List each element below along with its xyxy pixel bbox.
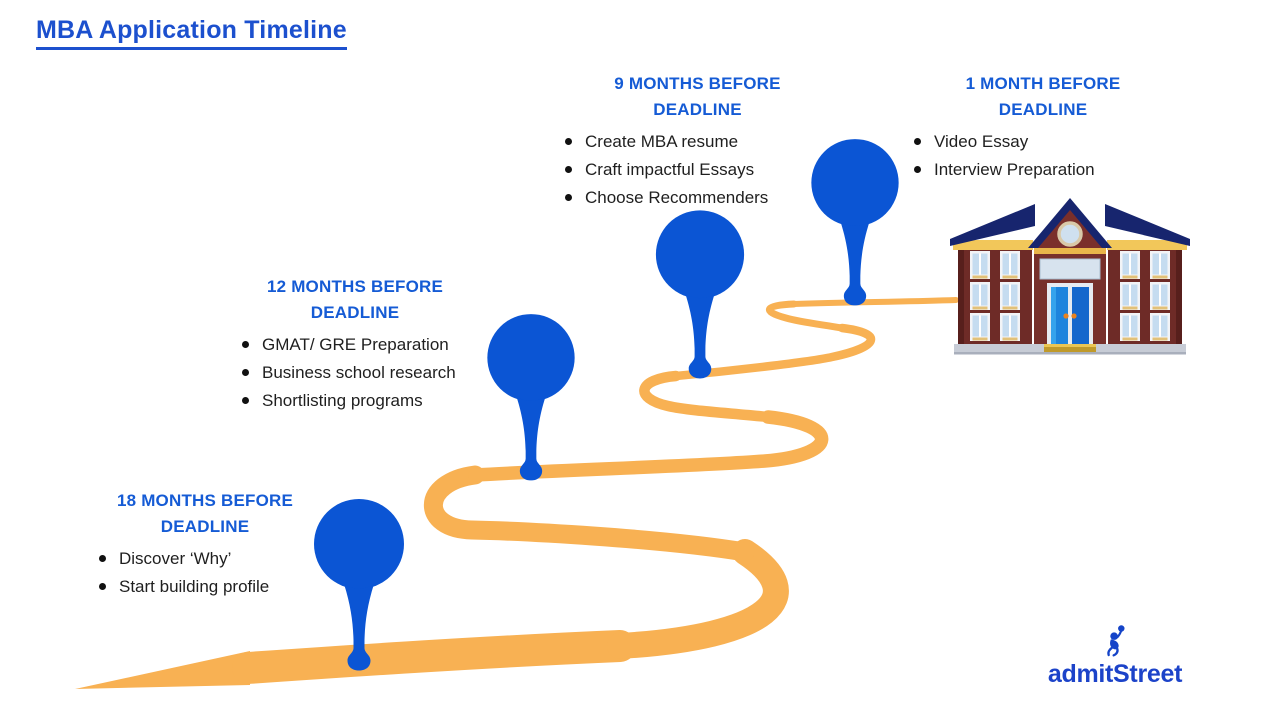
right-wing-wall <box>1108 248 1182 344</box>
page-title: MBA Application Timeline <box>36 16 347 50</box>
milestone-items: Create MBA resume Craft impactful Essays… <box>563 128 850 212</box>
heading-line1: 1 MONTH BEFORE <box>965 74 1121 93</box>
right-roof <box>1105 204 1190 246</box>
school-sign <box>1039 258 1101 280</box>
milestone-9-months: 9 MONTHS BEFORE DEADLINE Create MBA resu… <box>545 71 850 212</box>
pin-9-months <box>655 210 745 379</box>
school-building-illustration <box>950 198 1190 355</box>
heading-line2: DEADLINE <box>653 100 742 119</box>
left-wing-wall <box>958 248 1032 344</box>
milestone-item: Video Essay <box>912 128 1186 156</box>
heading-line2: DEADLINE <box>310 303 400 322</box>
milestone-item: Shortlisting programs <box>240 387 485 415</box>
brand-name: admitStreet <box>1047 660 1183 688</box>
right-fascia <box>1107 240 1187 250</box>
milestone-item: Create MBA resume <box>563 128 850 156</box>
milestone-item: Discover ‘Why’ <box>97 545 340 573</box>
entrance-step <box>1044 344 1096 352</box>
milestone-heading: 9 MONTHS BEFORE DEADLINE <box>545 71 850 123</box>
milestone-heading: 12 MONTHS BEFORE DEADLINE <box>225 274 485 326</box>
building-base-shadow <box>954 352 1186 355</box>
jumping-person-icon <box>1107 625 1125 657</box>
milestone-item: Start building profile <box>97 573 340 601</box>
entrance-step-highlight <box>1044 344 1096 347</box>
heading-line2: DEADLINE <box>160 517 250 536</box>
path-taper-start <box>75 651 250 689</box>
milestone-item: Business school research <box>240 359 485 387</box>
milestone-heading: 1 MONTH BEFORE DEADLINE <box>900 71 1186 123</box>
heading-line1: 9 MONTHS BEFORE <box>614 74 781 93</box>
milestone-items: Video Essay Interview Preparation <box>912 128 1186 184</box>
milestone-item: Interview Preparation <box>912 156 1186 184</box>
milestone-18-months: 18 MONTHS BEFORE DEADLINE Discover ‘Why’… <box>70 488 340 601</box>
heading-line1: 12 MONTHS BEFORE <box>266 277 444 296</box>
brand-logo: admitStreet <box>1040 624 1190 689</box>
milestone-item: GMAT/ GRE Preparation <box>240 331 485 359</box>
round-window <box>1057 221 1083 247</box>
heading-line1: 18 MONTHS BEFORE <box>116 491 294 510</box>
left-fascia <box>953 240 1033 250</box>
wing-windows <box>970 251 1170 341</box>
milestone-item: Craft impactful Essays <box>563 156 850 184</box>
milestone-1-month: 1 MONTH BEFORE DEADLINE Video Essay Inte… <box>900 71 1186 184</box>
tower-gold-trim <box>1034 248 1106 254</box>
left-roof <box>950 204 1035 246</box>
milestone-item: Choose Recommenders <box>563 184 850 212</box>
milestone-heading: 18 MONTHS BEFORE DEADLINE <box>70 488 340 540</box>
right-wall-shade <box>1176 248 1182 344</box>
winding-path <box>75 297 959 689</box>
pin-12-months <box>487 314 575 481</box>
milestone-items: GMAT/ GRE Preparation Business school re… <box>240 331 485 415</box>
left-wall-shade <box>958 248 964 344</box>
heading-line2: DEADLINE <box>998 100 1088 119</box>
milestone-items: Discover ‘Why’ Start building profile <box>97 545 340 601</box>
entrance-doors <box>1047 283 1093 344</box>
milestone-12-months: 12 MONTHS BEFORE DEADLINE GMAT/ GRE Prep… <box>225 274 485 415</box>
